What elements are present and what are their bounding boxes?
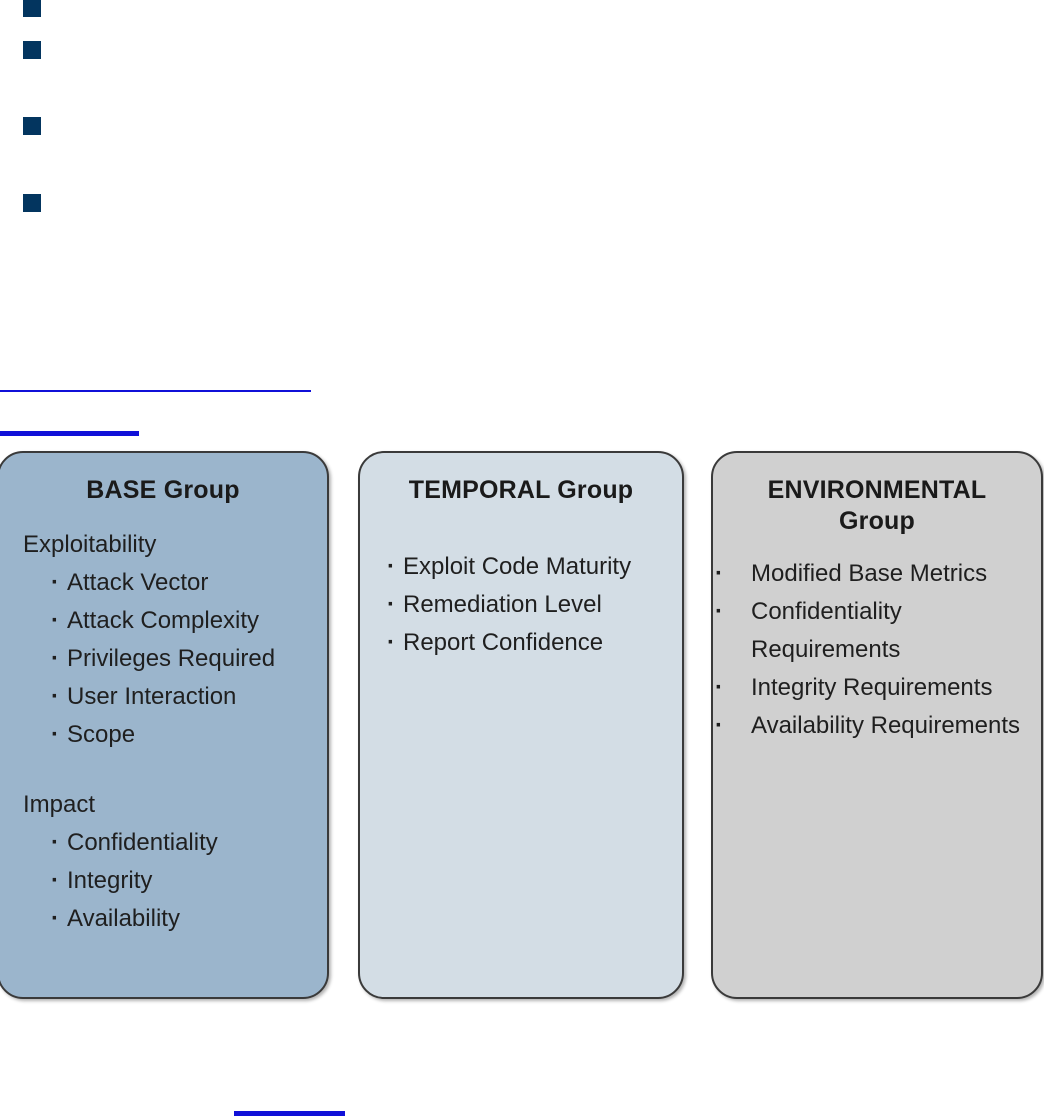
list-item: Scope	[51, 716, 327, 754]
list-item: Exploit Code Maturity	[387, 548, 682, 586]
divider-rule-second	[0, 431, 139, 436]
metric-list-environmental: Modified Base Metrics Confidentiality Re…	[733, 555, 1041, 745]
group-card-environmental: ENVIRONMENTAL Group Modified Base Metric…	[711, 451, 1043, 999]
group-body-base: Exploitability Attack Vector Attack Comp…	[0, 526, 327, 938]
section-spacer	[23, 754, 327, 786]
section-heading-exploitability: Exploitability	[23, 531, 157, 558]
group-title-base: BASE Group	[86, 476, 240, 504]
square-bullet-icon-2	[23, 41, 41, 59]
section-heading-impact: Impact	[23, 791, 96, 818]
metric-list-temporal: Exploit Code Maturity Remediation Level …	[387, 548, 682, 662]
list-item: User Interaction	[51, 678, 327, 716]
list-item: Integrity	[51, 862, 327, 900]
list-item: Attack Complexity	[51, 602, 327, 640]
group-title-environmental: ENVIRONMENTAL Group	[767, 476, 987, 535]
group-title-temporal: TEMPORAL Group	[408, 476, 634, 504]
list-item: Remediation Level	[387, 586, 682, 624]
metric-list-impact: Confidentiality Integrity Availability	[23, 824, 327, 938]
divider-rule-top	[0, 390, 311, 392]
square-bullet-icon-3	[23, 117, 41, 135]
group-body-environmental: Modified Base Metrics Confidentiality Re…	[713, 555, 1041, 745]
list-item: Confidentiality	[51, 824, 327, 862]
divider-rule-bottom	[234, 1111, 345, 1116]
group-body-temporal: Exploit Code Maturity Remediation Level …	[360, 548, 682, 662]
group-card-base: BASE Group Exploitability Attack Vector …	[0, 451, 329, 999]
metric-list-exploitability: Attack Vector Attack Complexity Privileg…	[23, 564, 327, 754]
list-item: Report Confidence	[387, 624, 682, 662]
list-item: Availability Requirements	[733, 707, 1041, 745]
square-bullet-icon-4	[23, 194, 41, 212]
list-item: Privileges Required	[51, 640, 327, 678]
group-card-temporal: TEMPORAL Group Exploit Code Maturity Rem…	[358, 451, 684, 999]
list-item: Modified Base Metrics	[733, 555, 1041, 593]
list-item: Availability	[51, 900, 327, 938]
list-item: Attack Vector	[51, 564, 327, 602]
list-item: Confidentiality Requirements	[733, 593, 1041, 669]
list-item: Integrity Requirements	[733, 669, 1041, 707]
square-bullet-icon-1	[23, 0, 41, 17]
